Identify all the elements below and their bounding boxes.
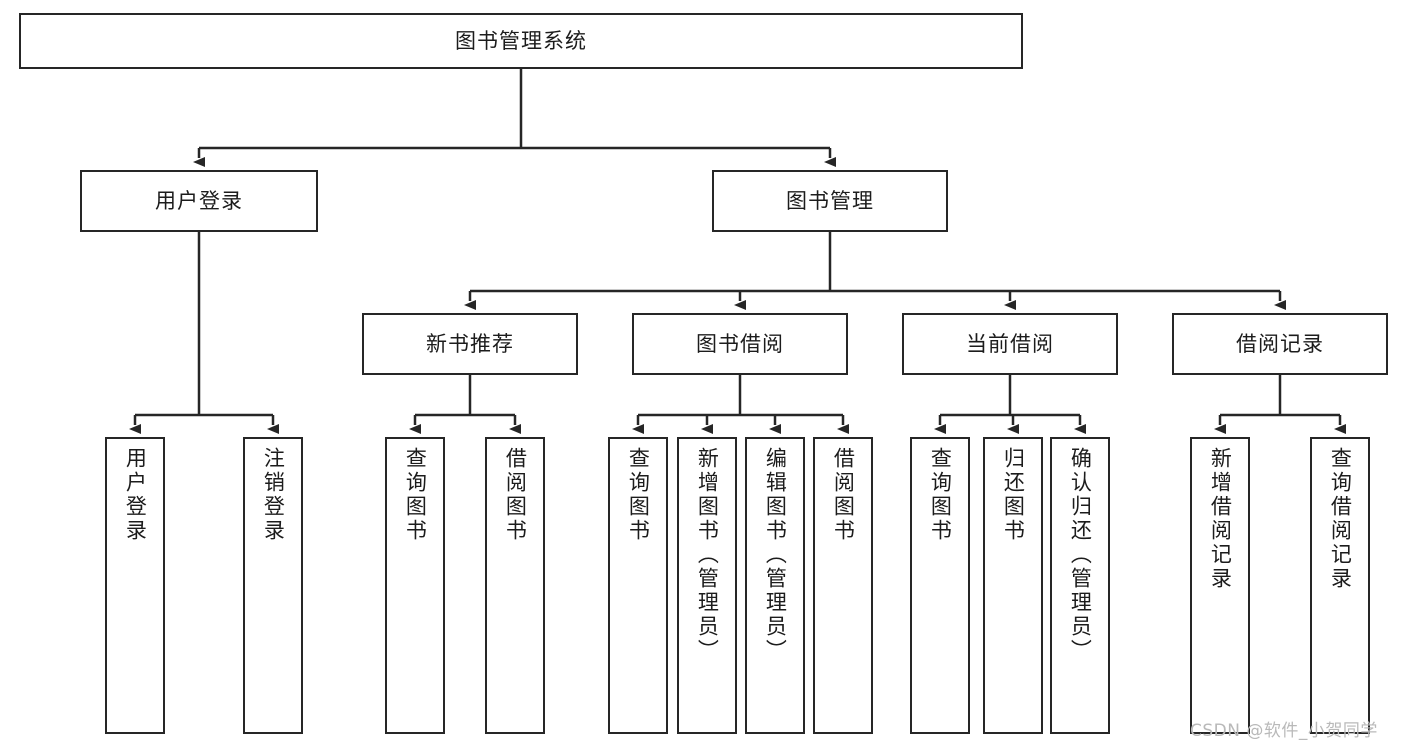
node-l_logout[interactable]: 注销登录 <box>243 437 303 734</box>
node-label: 查询图书 <box>626 447 651 543</box>
node-current[interactable]: 当前借阅 <box>902 313 1118 375</box>
node-label: 图书借阅 <box>696 331 784 356</box>
node-label: 注销登录 <box>261 447 286 543</box>
node-label: 用户登录 <box>123 447 148 543</box>
node-l_q1[interactable]: 查询图书 <box>385 437 445 734</box>
node-label: 查询图书 <box>928 447 953 543</box>
node-label: 用户登录 <box>155 188 243 213</box>
node-root[interactable]: 图书管理系统 <box>19 13 1023 69</box>
node-l_b1[interactable]: 借阅图书 <box>485 437 545 734</box>
node-label: 新书推荐 <box>426 331 514 356</box>
node-l_qrec[interactable]: 查询借阅记录 <box>1310 437 1370 734</box>
watermark-label: CSDN @软件_小贺同学 <box>1190 721 1378 741</box>
node-label: 借阅图书 <box>831 447 856 543</box>
node-label: 确认归还（管理员） <box>1068 447 1093 663</box>
node-l_q2[interactable]: 查询图书 <box>608 437 668 734</box>
node-label: 归还图书 <box>1001 447 1026 543</box>
node-l_q3[interactable]: 查询图书 <box>910 437 970 734</box>
node-label: 图书管理系统 <box>455 28 587 53</box>
node-l_login[interactable]: 用户登录 <box>105 437 165 734</box>
node-label: 编辑图书（管理员） <box>763 447 788 663</box>
node-bookmgmt[interactable]: 图书管理 <box>712 170 948 232</box>
node-l_edit[interactable]: 编辑图书（管理员） <box>745 437 805 734</box>
node-label: 新增借阅记录 <box>1208 447 1233 591</box>
node-label: 借阅图书 <box>503 447 528 543</box>
node-label: 当前借阅 <box>966 331 1054 356</box>
node-newbook[interactable]: 新书推荐 <box>362 313 578 375</box>
node-l_addrec[interactable]: 新增借阅记录 <box>1190 437 1250 734</box>
node-label: 查询图书 <box>403 447 428 543</box>
node-l_b2[interactable]: 借阅图书 <box>813 437 873 734</box>
node-login[interactable]: 用户登录 <box>80 170 318 232</box>
node-borrow[interactable]: 图书借阅 <box>632 313 848 375</box>
node-records[interactable]: 借阅记录 <box>1172 313 1388 375</box>
node-l_add[interactable]: 新增图书（管理员） <box>677 437 737 734</box>
node-label: 新增图书（管理员） <box>695 447 720 663</box>
node-l_ret[interactable]: 归还图书 <box>983 437 1043 734</box>
node-l_conf[interactable]: 确认归还（管理员） <box>1050 437 1110 734</box>
node-label: 借阅记录 <box>1236 331 1324 356</box>
node-label: 查询借阅记录 <box>1328 447 1353 591</box>
node-label: 图书管理 <box>786 188 874 213</box>
